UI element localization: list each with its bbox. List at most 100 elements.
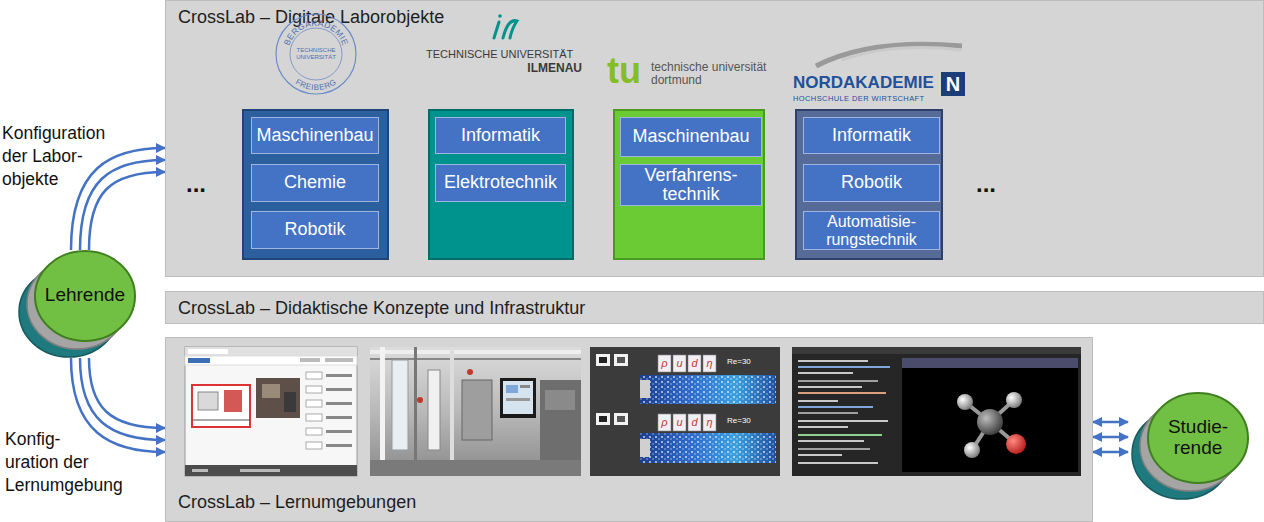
discipline-box: Maschinenbau <box>620 117 762 157</box>
simulation-screenshot-part <box>640 380 650 398</box>
lab-photo-part <box>450 347 454 476</box>
discipline-name: Robotik <box>841 173 902 192</box>
web-ui-screenshot <box>185 347 357 476</box>
web-ui-screenshot-part <box>326 388 352 391</box>
symbol-tile: d <box>688 355 701 372</box>
web-ui-screenshot-part <box>185 356 357 365</box>
simulation-screenshot-part <box>673 355 686 372</box>
web-ui-screenshot-part <box>306 372 322 379</box>
connector-arrow <box>71 358 165 452</box>
nordakademie-swoosh-part <box>842 48 962 60</box>
role-name: Studie- rende <box>1158 416 1238 458</box>
logo-text: HOCHSCHULE DER WIRTSCHAFT <box>793 94 925 103</box>
molecule-notebook-screenshot-part <box>1006 434 1026 454</box>
simulation-screenshot-part <box>596 413 610 425</box>
web-ui-screenshot-part <box>306 442 322 449</box>
web-ui-screenshot-part <box>306 386 322 393</box>
discipline-box: Informatik <box>435 117 566 154</box>
discipline-box: Robotik <box>251 211 379 249</box>
discipline-box: Informatik <box>803 117 940 154</box>
simulation-screenshot-part <box>617 357 625 363</box>
lab-photo-part <box>370 347 581 476</box>
molecule-notebook-screenshot-part <box>792 347 1081 354</box>
simulation-screenshot-part <box>614 413 628 425</box>
lab-photo-part <box>506 385 518 393</box>
web-ui-screenshot-part <box>262 384 280 398</box>
molecule-notebook-screenshot-part <box>798 420 888 422</box>
lab-photo-part <box>370 358 581 360</box>
discipline-box: Maschinenbau <box>251 117 379 154</box>
discipline-box: Robotik <box>803 164 940 202</box>
discipline-name: Informatik <box>461 126 540 145</box>
logo-text: NORDAKADEMIE <box>793 73 934 93</box>
lab-photo-part <box>428 370 440 450</box>
seal-text: TECHNISCHE UNIVERSITÄT <box>292 47 340 61</box>
simulation-screenshot-part <box>658 355 671 372</box>
web-ui-screenshot-part <box>188 349 228 354</box>
symbol-tile: u <box>673 355 686 372</box>
simulation-screenshot-part <box>614 354 628 366</box>
panel-title: CrossLab – Lernumgebungen <box>178 492 416 513</box>
lab-photo-part <box>370 460 581 476</box>
molecule-notebook-screenshot-part <box>965 402 990 422</box>
lab-photo-part <box>500 378 536 418</box>
lab-photo <box>370 347 581 476</box>
seal-text-part: FREIBERG <box>294 77 338 92</box>
lab-objects-panel: CrossLab – Digitale LaborobjekteBERGAKAD… <box>165 0 1264 277</box>
discipline-name: Automatisie- rungstechnik <box>807 213 936 248</box>
simulation-screenshot-part <box>596 354 610 366</box>
discipline-name: Robotik <box>284 220 345 239</box>
simulation-screenshot-part <box>640 439 650 457</box>
web-ui-screenshot-part <box>192 385 250 427</box>
band-title: CrossLab – Didaktische Konzepte und Infr… <box>178 298 585 319</box>
molecule-notebook-screenshot-part <box>798 360 868 362</box>
discipline-box: Automatisie- rungstechnik <box>803 211 940 250</box>
ilmenau-logo-mark <box>494 14 517 38</box>
logo-mark: N <box>941 72 965 96</box>
symbol-tile: ρ <box>658 414 671 431</box>
web-ui-screenshot-part <box>240 469 280 472</box>
molecule-notebook-screenshot-part <box>798 412 858 414</box>
seal-text: FREIBERG <box>294 77 338 92</box>
nordakademie-swoosh <box>816 44 962 66</box>
university-column: BERGAKADEMIEFREIBERGTECHNISCHE UNIVERSIT… <box>242 109 389 260</box>
web-ui-screenshot-part <box>300 358 320 362</box>
molecule-notebook-screenshot-part <box>798 434 882 436</box>
web-ui-screenshot-part <box>185 347 357 356</box>
university-column: TECHNISCHE UNIVERSITÄTILMENAUInformatikE… <box>428 109 574 260</box>
simulation-screenshot-part <box>640 375 776 404</box>
role-name: Lehrende <box>35 284 135 306</box>
person-circles-part <box>35 251 135 341</box>
symbol-tile: ρ <box>658 355 671 372</box>
lab-photo-part <box>520 385 530 388</box>
molecule-notebook-screenshot-part <box>1006 392 1022 408</box>
reynolds-label: Re=30 <box>727 416 751 425</box>
molecule-notebook-screenshot-part <box>798 440 864 442</box>
concept-band: CrossLab – Didaktische Konzepte und Infr… <box>165 291 1264 324</box>
lab-photo-part <box>414 347 417 476</box>
connector-arrow <box>1093 436 1128 439</box>
discipline-name: Elektrotechnik <box>444 173 557 192</box>
lab-photo-part <box>392 360 408 450</box>
side-label: Konfig- uration der Lernumgebung <box>5 428 115 497</box>
molecule-notebook-screenshot-part <box>792 347 1081 476</box>
simulation-screenshot-part <box>590 347 780 476</box>
person-circles-part <box>1148 393 1248 483</box>
simulation-screenshot-part <box>599 357 607 363</box>
web-ui-screenshot-part <box>326 430 352 433</box>
simulation-screenshot-part <box>640 433 776 463</box>
discipline-name: Chemie <box>284 173 346 192</box>
molecule-notebook-screenshot-part <box>798 426 848 428</box>
university-column: tutechnische universität dortmundMaschin… <box>613 109 765 260</box>
lab-photo-part <box>503 381 533 414</box>
simulation-screenshot-part <box>688 355 701 372</box>
web-ui-screenshot-part <box>325 358 353 362</box>
molecule-notebook-screenshot-part <box>972 422 990 450</box>
simulation-screenshot-part <box>688 414 701 431</box>
connector-arrow <box>71 148 165 250</box>
discipline-name: Verfahrens- technik <box>624 166 758 205</box>
web-ui-screenshot-part <box>185 347 357 476</box>
connector-arrow <box>1093 421 1128 424</box>
web-ui-screenshot-part <box>326 444 352 447</box>
